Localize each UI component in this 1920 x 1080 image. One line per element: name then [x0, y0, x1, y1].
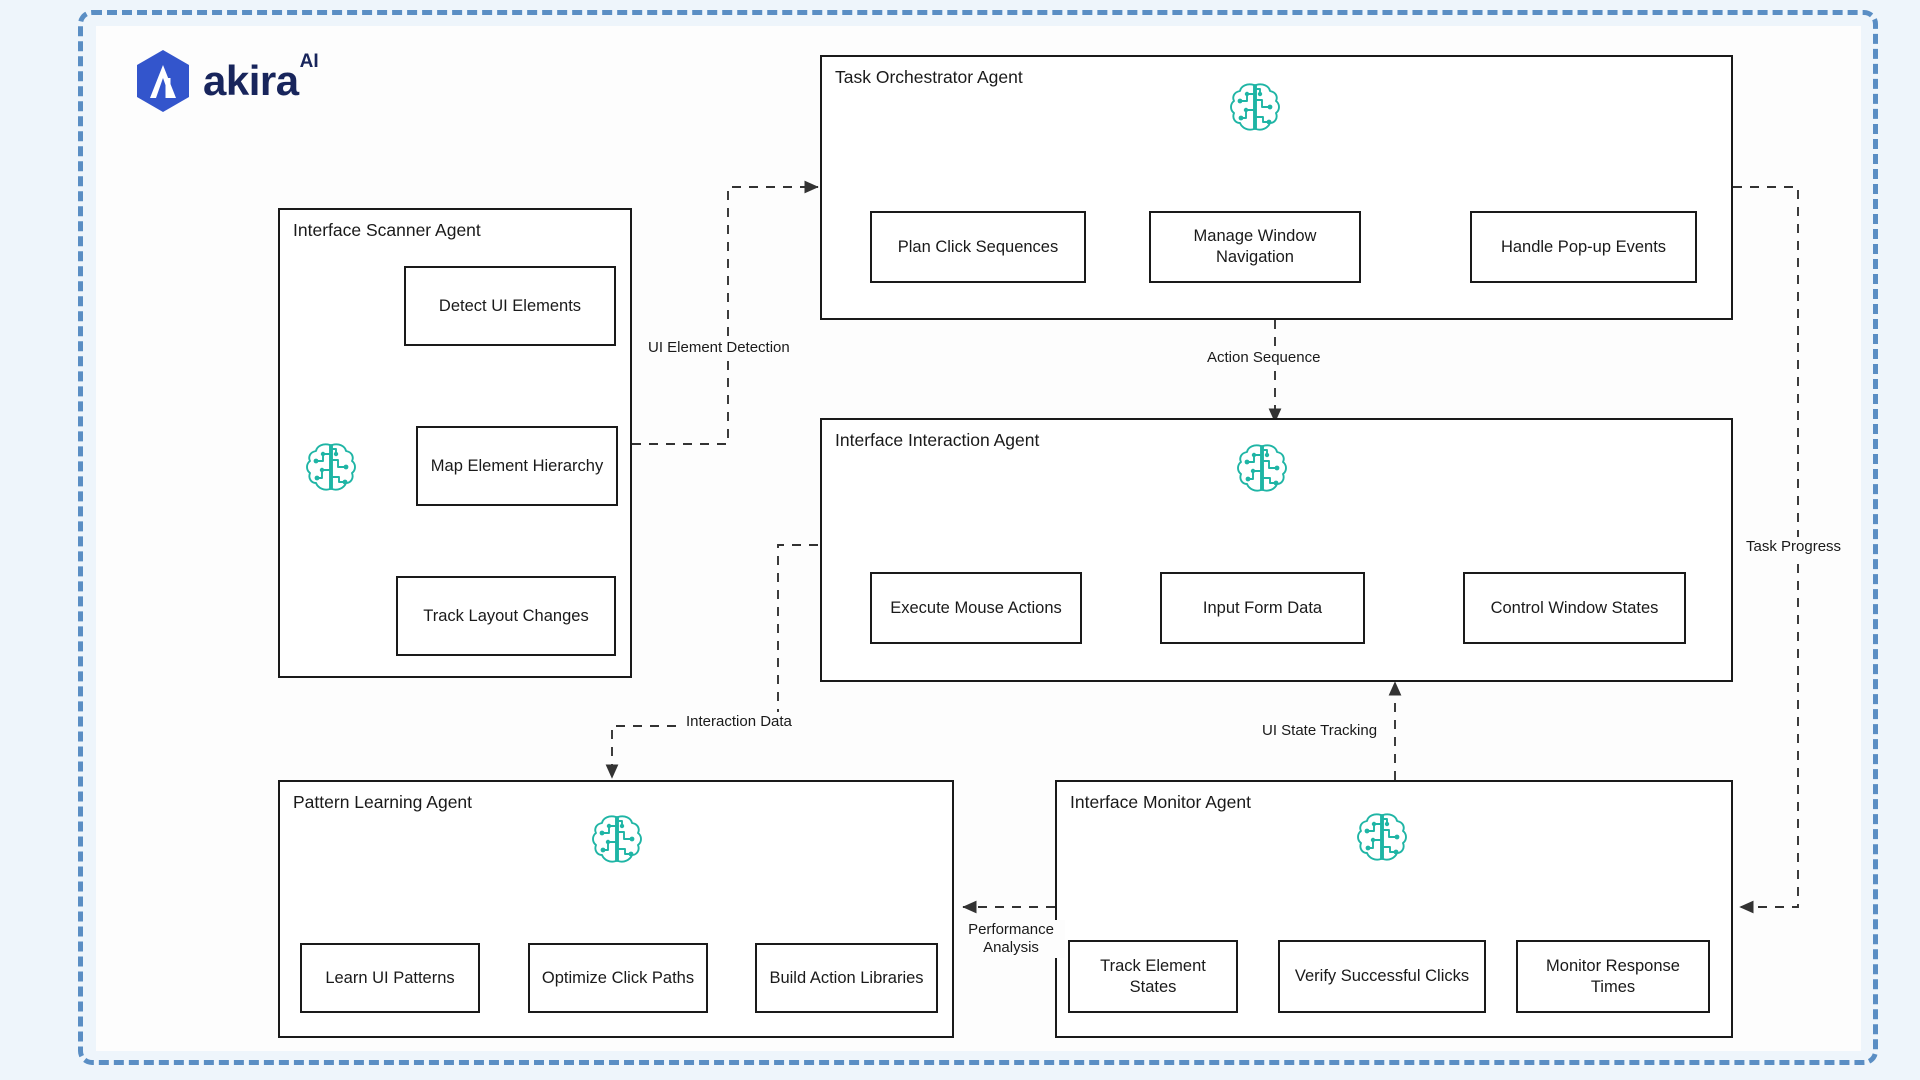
leaf-box-manage-window-navigation[interactable]: Manage Window Navigation: [1149, 211, 1361, 283]
hexagon-a-logo-icon: [137, 50, 189, 112]
dashed-outer-frame: [78, 10, 1878, 1065]
leaf-box-control-window-states[interactable]: Control Window States: [1463, 572, 1686, 644]
edge-label-ui-state-tracking: UI State Tracking: [1258, 721, 1382, 741]
edge-label-performance-analysis: Performance Analysis: [957, 920, 1065, 958]
brain-circuit-icon-pattern-learning: [591, 812, 643, 866]
leaf-box-verify-successful-clicks[interactable]: Verify Successful Clicks: [1278, 940, 1486, 1013]
brain-circuit-icon-interface-monitor: [1356, 810, 1408, 864]
edge-label-interaction-data: Interaction Data: [682, 712, 796, 732]
leaf-box-monitor-response-times[interactable]: Monitor Response Times: [1516, 940, 1710, 1013]
leaf-box-track-element-states[interactable]: Track Element States: [1068, 940, 1238, 1013]
brain-circuit-icon-interface-scanner: [305, 440, 357, 494]
leaf-box-input-form-data[interactable]: Input Form Data: [1160, 572, 1365, 644]
agent-title-task-orchestrator: Task Orchestrator Agent: [835, 67, 1023, 87]
edge-label-task-progress: Task Progress: [1742, 537, 1846, 557]
brand-superscript: AI: [299, 51, 319, 72]
leaf-box-handle-popup-events[interactable]: Handle Pop-up Events: [1470, 211, 1697, 283]
leaf-box-plan-click-sequences[interactable]: Plan Click Sequences: [870, 211, 1086, 283]
leaf-box-detect-ui-elements[interactable]: Detect UI Elements: [404, 266, 616, 346]
agent-title-interface-interaction: Interface Interaction Agent: [835, 430, 1040, 450]
agent-title-interface-monitor: Interface Monitor Agent: [1070, 792, 1251, 812]
brain-circuit-icon-interface-interaction: [1236, 441, 1288, 495]
edge-label-ui-element-detection: UI Element Detection: [644, 338, 794, 358]
edge-label-action-sequence: Action Sequence: [1203, 348, 1325, 368]
leaf-box-track-layout-changes[interactable]: Track Layout Changes: [396, 576, 616, 656]
agent-title-pattern-learning: Pattern Learning Agent: [293, 792, 473, 812]
leaf-box-learn-ui-patterns[interactable]: Learn UI Patterns: [300, 943, 480, 1013]
leaf-box-build-action-libraries[interactable]: Build Action Libraries: [755, 943, 938, 1013]
leaf-box-map-element-hierarchy[interactable]: Map Element Hierarchy: [416, 426, 618, 506]
brand-logo: akiraAI: [132, 48, 319, 114]
brand-wordmark: akiraAI: [203, 52, 319, 104]
brain-circuit-icon-task-orchestrator: [1229, 80, 1281, 134]
leaf-box-execute-mouse-actions[interactable]: Execute Mouse Actions: [870, 572, 1082, 644]
brand-name: akira: [203, 57, 299, 104]
leaf-box-optimize-click-paths[interactable]: Optimize Click Paths: [528, 943, 708, 1013]
agent-title-interface-scanner: Interface Scanner Agent: [293, 220, 481, 240]
